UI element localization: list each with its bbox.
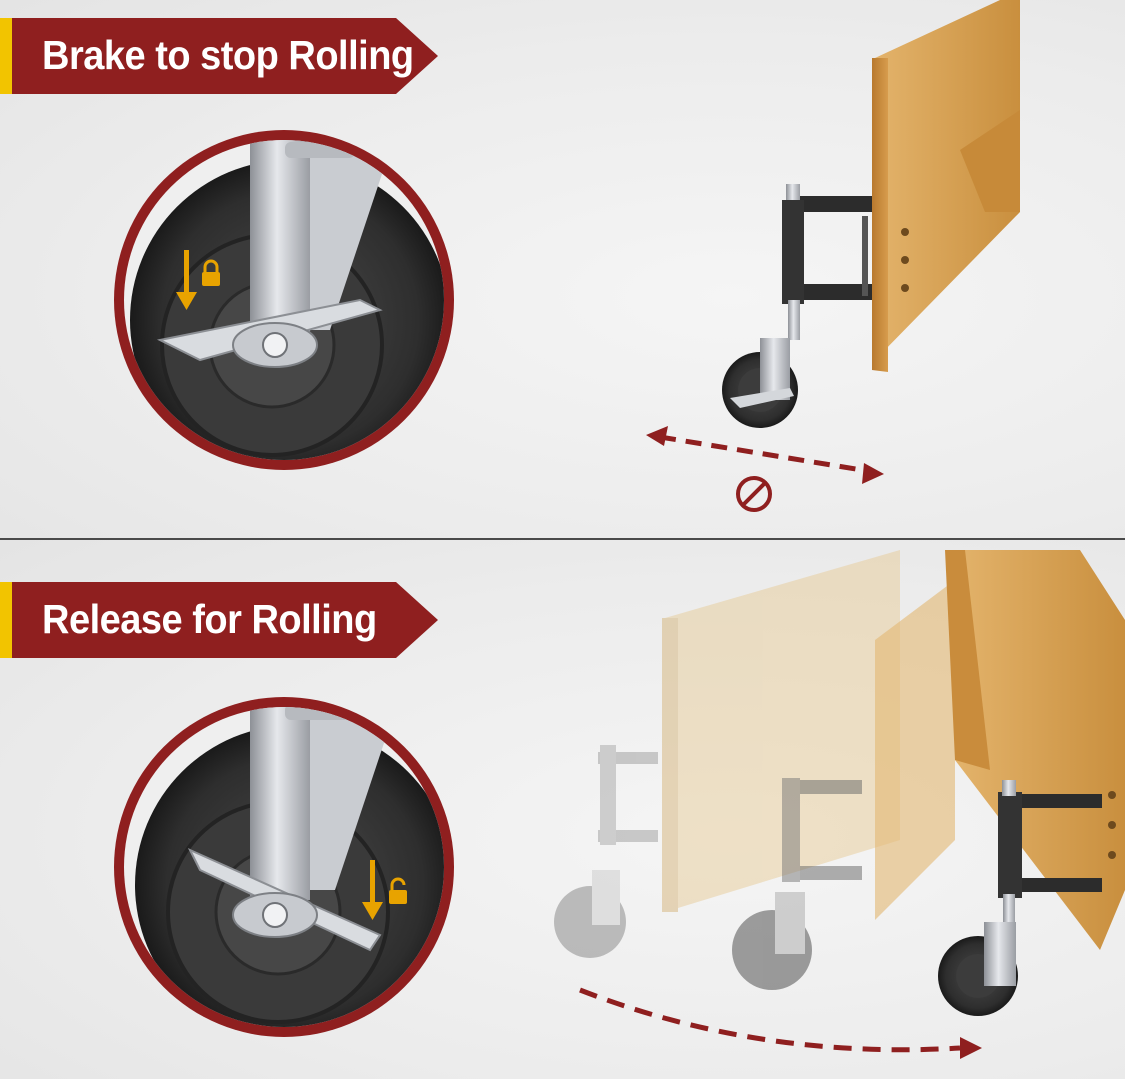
- panel-divider: [0, 538, 1125, 541]
- release-zoom-circle: [114, 697, 454, 1037]
- banner-title: Release for Rolling: [42, 596, 377, 643]
- wood-board: [872, 0, 1020, 372]
- wood-board: [945, 550, 1125, 950]
- ghost-caster-left: [554, 745, 658, 958]
- lock-open-icon: [389, 877, 407, 904]
- ghost-caster-mid: [732, 778, 862, 990]
- release-illustration: [114, 550, 1125, 1059]
- banner-body: Brake to stop Rolling: [12, 18, 438, 94]
- banner-accent: [0, 582, 12, 658]
- brake-illustration: [114, 0, 1020, 512]
- release-banner: Release for Rolling: [0, 582, 438, 658]
- brake-zoom-circle: [114, 130, 454, 470]
- double-arrow-icon: [646, 426, 884, 484]
- curved-arrow-icon: [579, 987, 982, 1059]
- brake-banner: Brake to stop Rolling: [0, 18, 438, 94]
- arrow-down-icon: [362, 860, 383, 920]
- banner-body: Release for Rolling: [12, 582, 438, 658]
- no-entry-icon: [736, 476, 772, 512]
- caster-assembly: [938, 780, 1102, 1016]
- caster-assembly: [722, 184, 872, 428]
- release-panel: Release for Rolling: [0, 540, 1125, 1079]
- brake-panel: Brake to stop Rolling: [0, 0, 1125, 539]
- banner-title: Brake to stop Rolling: [42, 32, 414, 79]
- arrow-down-icon: [176, 250, 197, 310]
- ghost-board-far: [662, 550, 900, 912]
- lock-closed-icon: [202, 259, 220, 286]
- banner-accent: [0, 18, 12, 94]
- ghost-board-mid: [875, 580, 955, 920]
